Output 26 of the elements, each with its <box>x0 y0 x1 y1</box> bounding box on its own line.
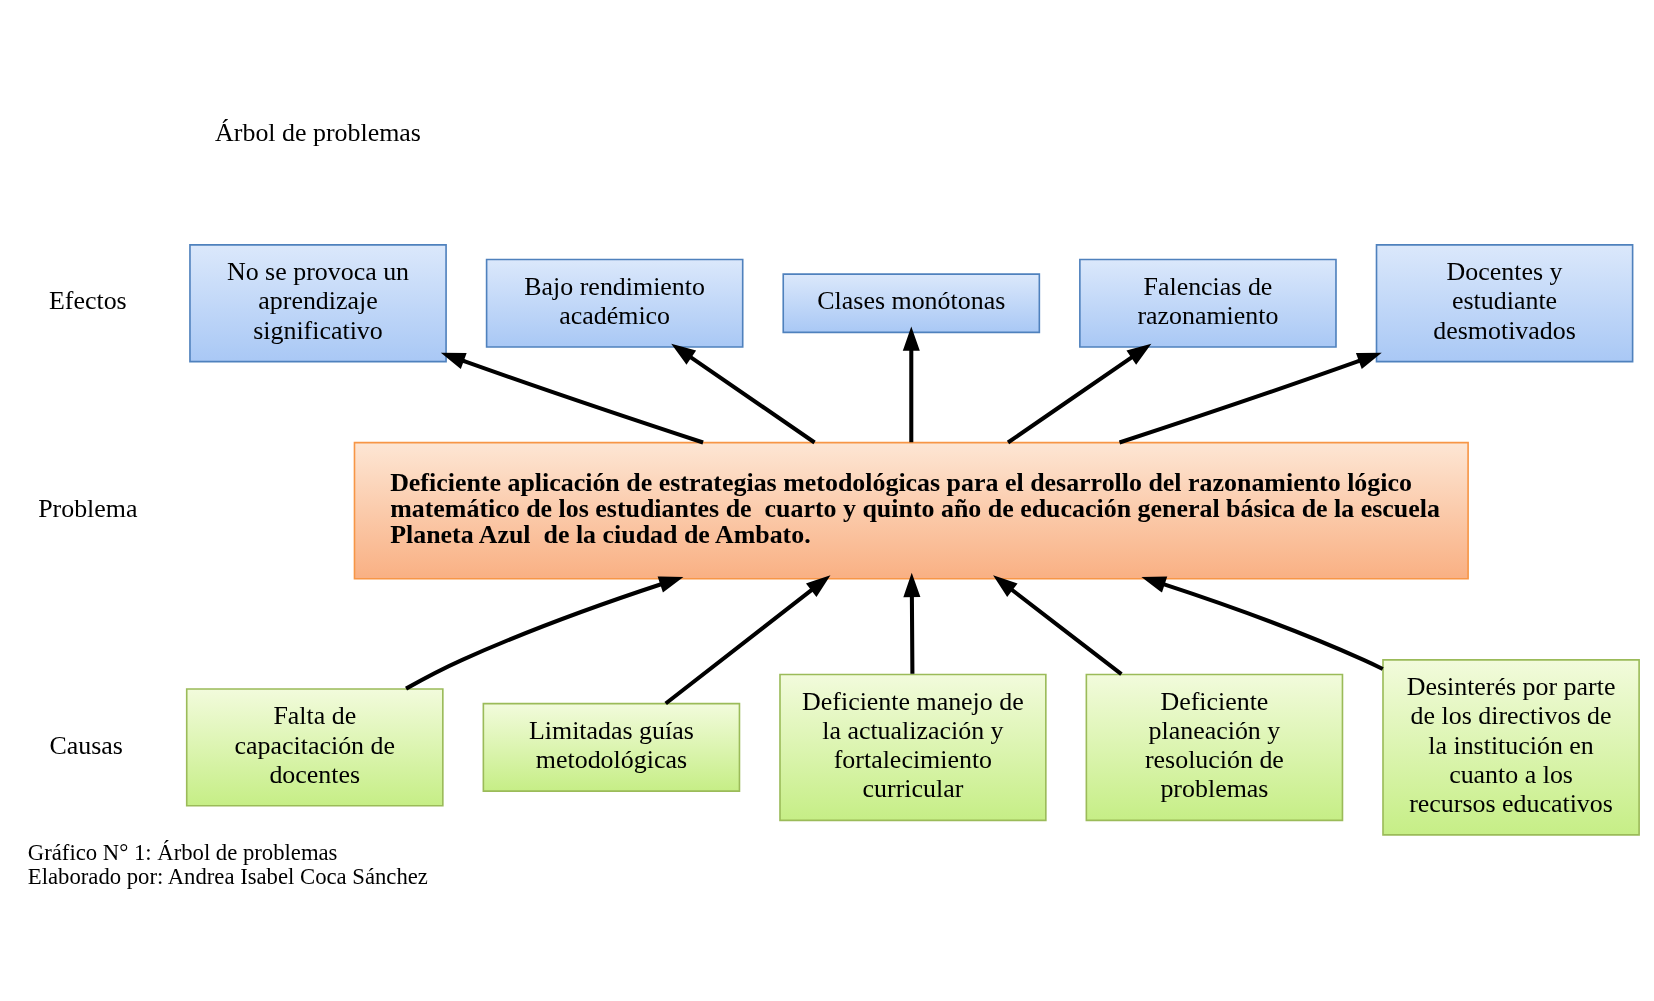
diagram-title: Árbol de problemas <box>215 117 421 147</box>
node-box: No se provoca un aprendizaje significativo <box>189 243 447 362</box>
node-box: Deficiente planeación y resolución de problemas <box>1085 673 1344 821</box>
label: Causas <box>49 730 123 760</box>
node-box: Docentes y estudiante desmotivados <box>1375 243 1634 362</box>
label: Efectos <box>48 285 127 315</box>
node-box: Deficiente manejo de la actualización y fortalecimiento curricular <box>779 673 1047 821</box>
node-box: Deficiente aplicación de estrategias metodológicas para el desarrollo del razonamiento lógico matemático de los estudiantes de cuarto y quinto año de educación general básica de la escuela Planeta Azul de la ciudad de Ambato. <box>353 441 1469 580</box>
arrow <box>1118 352 1382 444</box>
arrow <box>903 572 921 674</box>
arrow <box>1141 575 1384 671</box>
caption: Gráfico N° 1: Árbol de problemas <box>27 839 338 865</box>
node-box: Falencias de razonamiento <box>1079 258 1337 348</box>
node-box: Desinterés por parte de los directivos de la institución en cuanto a los recursos educativos <box>1382 658 1640 836</box>
arrow <box>405 575 684 690</box>
arrow <box>440 352 704 444</box>
arrow <box>993 574 1123 676</box>
node-box: Falta de capacitación de docentes <box>185 687 444 807</box>
label: Problema <box>38 493 138 523</box>
node-box: Limitadas guías metodológicas <box>482 702 741 792</box>
node-box: Clases monótonas <box>782 272 1041 333</box>
node-box: Bajo rendimiento académico <box>485 258 744 348</box>
arrow <box>1006 343 1152 444</box>
arrow <box>902 325 920 442</box>
arrow <box>671 343 816 444</box>
arrow <box>664 574 831 705</box>
